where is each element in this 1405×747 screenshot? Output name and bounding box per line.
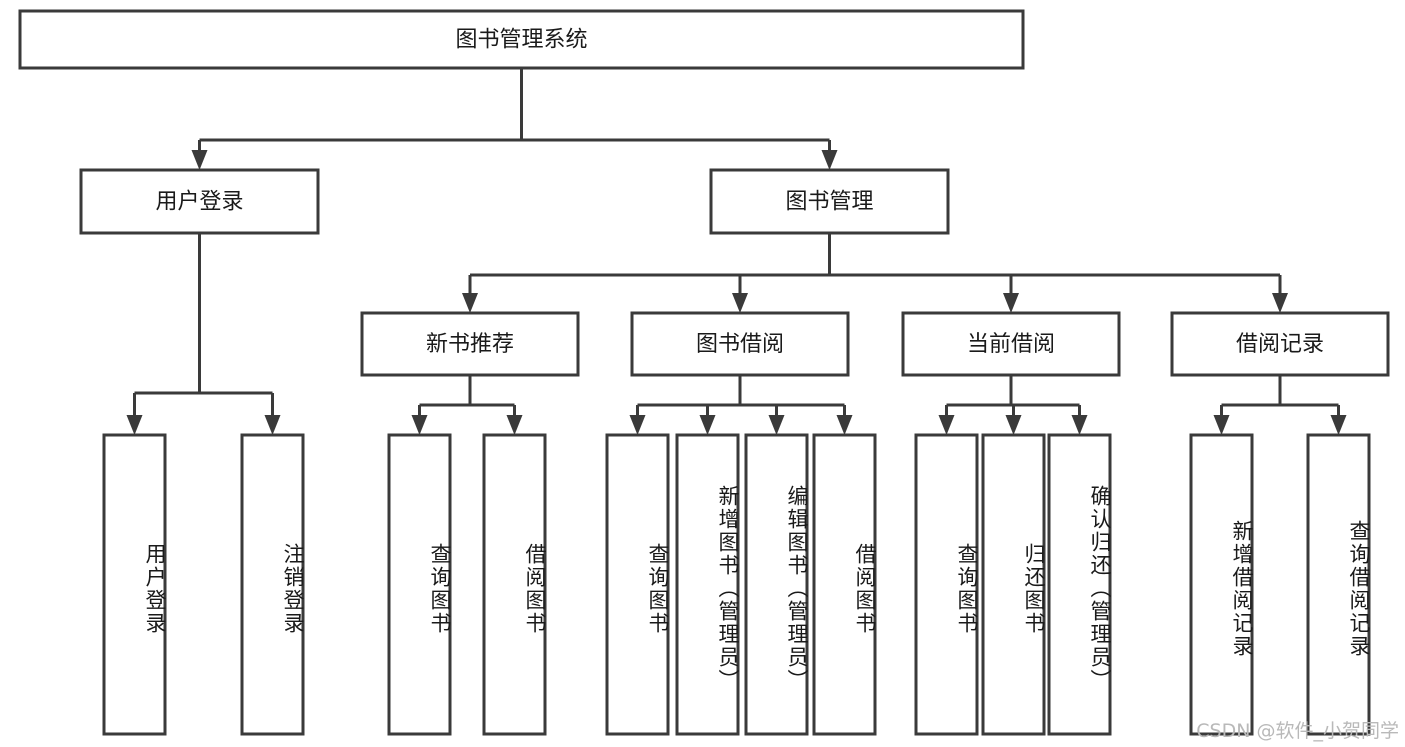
conn-l3-3-arrow-1 [1330,415,1347,435]
node-leaf-8-rect[interactable] [914,433,979,736]
node-l3-1-label: 图书借阅 [696,332,784,357]
node-leaf-10-rect[interactable] [1047,433,1112,736]
conn-l3-1-arrow-1 [699,415,716,435]
conn-user-arrow-0 [126,415,143,435]
node-l3-1-rect[interactable] [630,311,850,377]
node-leaf-0-rect[interactable] [102,433,167,736]
node-leaf-12-rect[interactable] [1306,433,1371,736]
node-root-label: 图书管理系统 [455,28,587,53]
node-leaf-11-rect[interactable] [1189,433,1254,736]
conn-l3-1-arrow-3 [836,415,853,435]
node-leaf-10[interactable] [1047,433,1112,736]
node-root-rect[interactable] [18,9,1025,70]
node-l2-0-label: 用户登录 [155,190,243,215]
node-l2-1[interactable] [709,168,950,235]
node-l2-1-rect[interactable] [709,168,950,235]
node-l3-3-rect[interactable] [1170,311,1390,377]
conn-book-arrow-1 [732,293,748,313]
node-l3-2-label: 当前借阅 [967,332,1055,357]
conn-l3-1-arrow-0 [629,415,646,435]
watermark-text: CSDN @软件_小贺同学 [1196,720,1399,742]
node-leaf-4-rect[interactable] [605,433,670,736]
node-leaf-0[interactable] [102,433,167,736]
conn-l3-1-arrow-2 [768,415,785,435]
conn-l3-2-arrow-0 [938,415,955,435]
conn-user-arrow-1 [264,415,281,435]
node-leaf-4[interactable] [605,433,670,736]
node-leaf-9[interactable] [981,433,1046,736]
conn-l3-2-arrow-1 [1005,415,1022,435]
node-l3-1[interactable] [630,311,850,377]
node-leaf-7[interactable] [812,433,877,736]
node-leaf-6-rect[interactable] [744,433,809,736]
node-leaf-5[interactable] [675,433,740,736]
conn-book-arrow-0 [462,293,478,313]
node-leaf-12[interactable] [1306,433,1371,736]
conn-l3-3-arrow-0 [1213,415,1230,435]
conn-book-arrow-3 [1272,293,1288,313]
node-l3-2-rect[interactable] [901,311,1121,377]
node-l3-2[interactable] [901,311,1121,377]
node-l3-0[interactable] [360,311,580,377]
conn-root-arrow-0 [191,150,208,170]
node-leaf-8[interactable] [914,433,979,736]
node-leaf-3-rect[interactable] [482,433,547,736]
node-l2-0-rect[interactable] [79,168,320,235]
node-l3-0-label: 新书推荐 [426,332,514,357]
node-l2-1-label: 图书管理 [785,190,873,215]
node-leaf-3[interactable] [482,433,547,736]
node-leaf-1[interactable] [240,433,305,736]
node-leaf-5-rect[interactable] [675,433,740,736]
node-leaf-11[interactable] [1189,433,1254,736]
node-leaf-2[interactable] [387,433,452,736]
node-root[interactable] [18,9,1025,70]
node-l3-3[interactable] [1170,311,1390,377]
conn-l3-0-arrow-0 [411,415,428,435]
node-leaf-1-rect[interactable] [240,433,305,736]
node-leaf-2-rect[interactable] [387,433,452,736]
conn-l3-2-arrow-2 [1071,415,1088,435]
node-l3-3-label: 借阅记录 [1236,332,1324,357]
conn-l3-0-arrow-1 [506,415,523,435]
node-l2-0[interactable] [79,168,320,235]
node-leaf-6[interactable] [744,433,809,736]
node-leaf-9-rect[interactable] [981,433,1046,736]
node-leaf-7-rect[interactable] [812,433,877,736]
conn-book-arrow-2 [1003,293,1019,313]
node-l3-0-rect[interactable] [360,311,580,377]
conn-root-arrow-1 [821,150,838,170]
connector-layer [126,68,1347,435]
